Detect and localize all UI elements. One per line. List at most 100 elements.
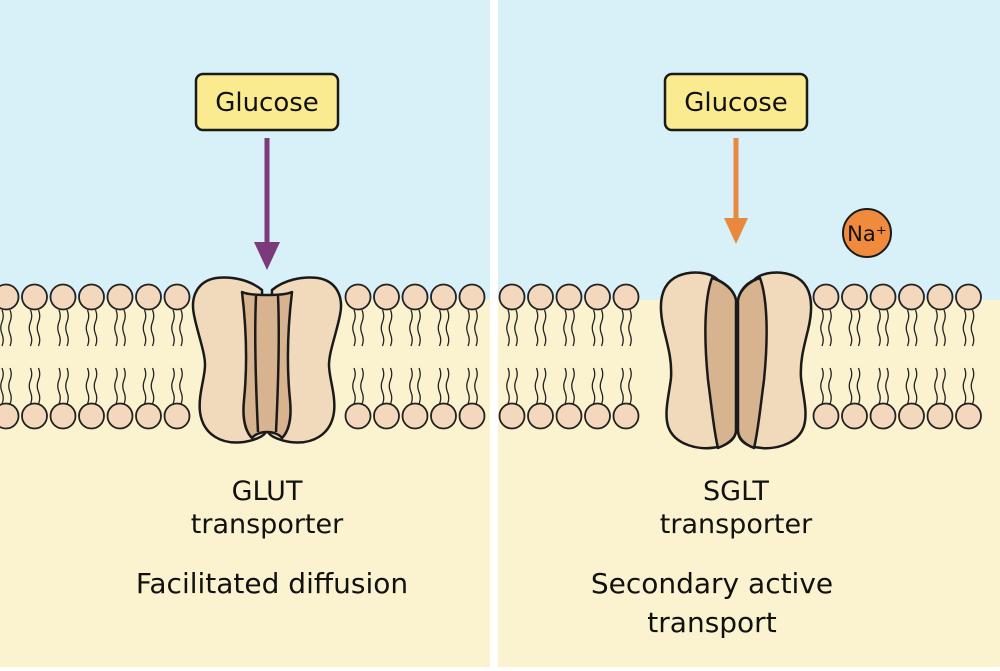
lipid-tail [85, 309, 90, 347]
lipid-tail [179, 309, 183, 347]
phospholipid-head [812, 402, 840, 430]
lipid-tail [114, 309, 118, 347]
lipid-tail [848, 367, 853, 405]
phospholipid-head [458, 402, 486, 430]
phospholipid-head [584, 402, 611, 430]
lipid-tail [150, 309, 155, 347]
glut-transporter-protein [191, 276, 343, 444]
lipid-tail [93, 367, 98, 405]
lipid-tail [28, 367, 33, 405]
mechanism-label-left: Facilitated diffusion [136, 567, 408, 600]
lipid-tail [905, 367, 910, 405]
glucose-label-left: Glucose [194, 72, 340, 132]
panel-divider [490, 0, 498, 667]
lipid-tail [628, 309, 632, 347]
glut-channel-wall-right [274, 295, 281, 433]
glucose-label-text: Glucose [215, 88, 319, 118]
phospholipid-head [926, 402, 954, 430]
lipid-tail [380, 309, 385, 347]
lipid-tail [122, 309, 126, 347]
glut-channel-wall-left [253, 295, 260, 433]
phospholipid-head [527, 402, 554, 430]
arrow-head [724, 218, 748, 244]
mechanism-label-right-line1: Secondary active [591, 567, 833, 600]
lipid-tail [620, 309, 624, 347]
lipid-tail [122, 367, 126, 405]
lipid-tail [352, 367, 356, 405]
phospholipid-head [401, 402, 429, 430]
phospholipid-head [0, 283, 20, 311]
lipid-tail [65, 367, 69, 405]
lipid-tail [542, 367, 547, 405]
phospholipid-head [21, 402, 48, 430]
panel-glut: Glucose GLUT transporter Facilitated dif… [136, 72, 408, 600]
phospholipid-head [955, 283, 982, 311]
extracellular-region-left [0, 0, 490, 300]
lipid-tail [474, 309, 478, 347]
phospholipid-head [612, 283, 640, 311]
phospholipid-head [21, 283, 48, 311]
lipid-tail [970, 367, 975, 405]
lipid-tail [150, 367, 155, 405]
phospholipid-head [498, 283, 526, 311]
lipid-tail [563, 309, 567, 347]
lipid-tail [962, 309, 967, 347]
lipid-tail [599, 367, 604, 405]
phospholipid-head [163, 283, 191, 311]
lipid-tail [506, 367, 510, 405]
lipid-tail [380, 367, 385, 405]
lipid-tail [885, 367, 889, 405]
lipid-tail [563, 367, 567, 405]
glut-name-label: GLUT [232, 476, 303, 507]
phospholipid-head [926, 283, 954, 311]
lipid-tail [913, 367, 918, 405]
lipid-tail [514, 367, 518, 405]
lipid-tail [877, 309, 881, 347]
lipid-tail [534, 309, 539, 347]
lipid-tail [142, 367, 147, 405]
lipid-tail [877, 367, 881, 405]
lipid-tail [514, 309, 518, 347]
lipid-tail [437, 367, 442, 405]
phospholipid-head [49, 283, 77, 311]
lipid-tail [628, 367, 632, 405]
lipid-tail [474, 367, 478, 405]
lipid-tail [466, 309, 470, 347]
glucose-flow-arrow-right [724, 138, 748, 244]
lipid-tail [417, 367, 421, 405]
arrow-head [254, 242, 280, 270]
glut-transporter-word: transporter [191, 509, 344, 540]
sglt-name-label: SGLT [703, 476, 769, 507]
glucose-flow-arrow-left [254, 138, 280, 270]
lipid-tail [571, 309, 575, 347]
lipid-tail [620, 367, 624, 405]
lipid-tail [417, 309, 421, 347]
lipid-tail [57, 309, 61, 347]
sglt-left-shade [704, 276, 738, 450]
lipid-tail [171, 309, 175, 347]
lipid-tail [409, 367, 413, 405]
glut-central-channel [240, 290, 294, 440]
phospholipid-head [49, 402, 77, 430]
lipid-tail [93, 309, 98, 347]
lipid-tail [885, 309, 889, 347]
phospholipid-head [898, 402, 925, 430]
phospholipid-head [812, 283, 840, 311]
lipid-bilayer-left [0, 283, 486, 430]
lipid-tail [8, 367, 12, 405]
lipid-tail [970, 309, 975, 347]
phospholipid-head [584, 283, 611, 311]
phospholipid-head [841, 283, 868, 311]
lipid-tail [856, 367, 861, 405]
phospholipid-head [869, 402, 897, 430]
phospholipid-head [344, 402, 372, 430]
phospholipid-head [78, 283, 105, 311]
lipid-tail [360, 367, 364, 405]
phospholipid-head [0, 402, 20, 430]
phospholipid-head [373, 402, 400, 430]
lipid-tail [437, 309, 442, 347]
lipid-tail [942, 367, 946, 405]
lipid-tail [36, 367, 41, 405]
